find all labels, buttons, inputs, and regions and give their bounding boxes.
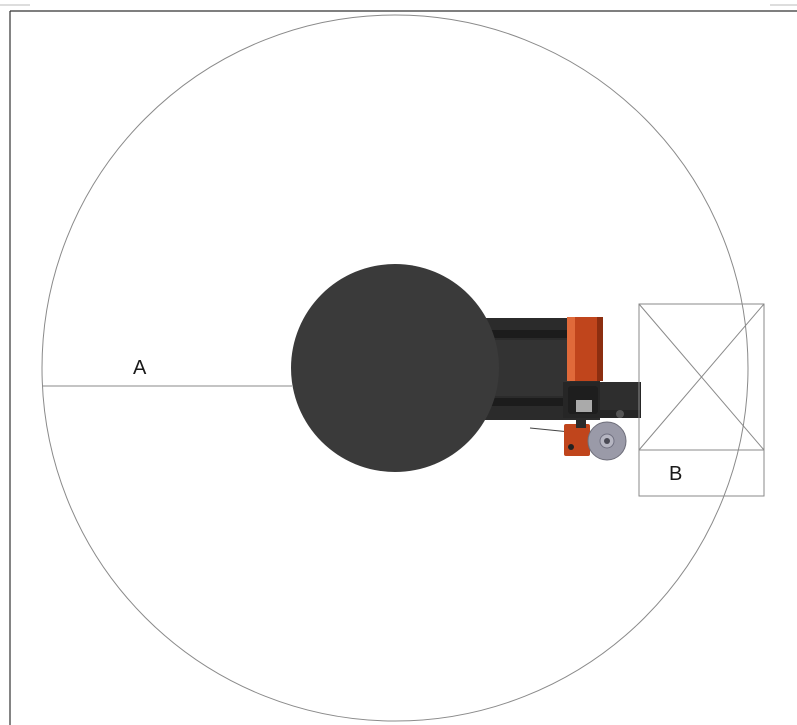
label-b: B [669, 463, 682, 485]
page-frame [0, 4, 797, 725]
label-a: A [133, 357, 147, 379]
end-effector [563, 382, 641, 418]
gripper-tool [529, 418, 590, 456]
robot-base-turntable [291, 264, 499, 472]
actuator-block [567, 317, 603, 381]
workstation-box [638, 303, 765, 451]
reach-envelope-circle [41, 14, 749, 722]
box-b-label-area [638, 449, 765, 497]
wheel [587, 421, 627, 461]
